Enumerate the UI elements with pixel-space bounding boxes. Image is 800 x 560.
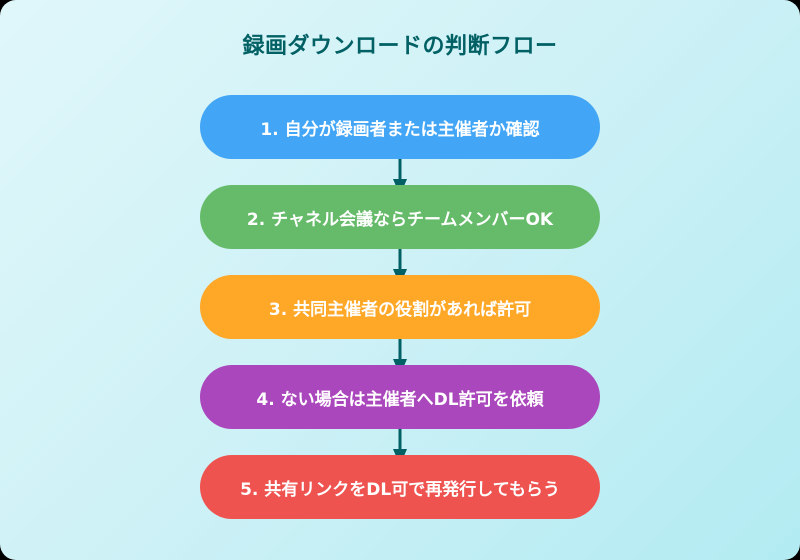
flow-step-4: 4. ない場合は主催者へDL許可を依頼 <box>200 365 600 429</box>
diagram-title: 録画ダウンロードの判断フロー <box>242 34 558 59</box>
flow-step-3: 3. 共同主催者の役割があれば許可 <box>200 275 600 339</box>
flow-step-5: 5. 共有リンクをDL可で再発行してもらう <box>200 455 600 519</box>
arrow-down-icon <box>393 249 407 276</box>
arrow-down-icon <box>393 159 407 186</box>
flow-step-2: 2. チャネル会議ならチームメンバーOK <box>200 185 600 249</box>
arrow-down-icon <box>393 429 407 456</box>
flow-step-1: 1. 自分が録画者または主催者か確認 <box>200 95 600 159</box>
arrow-down-icon <box>393 339 407 366</box>
